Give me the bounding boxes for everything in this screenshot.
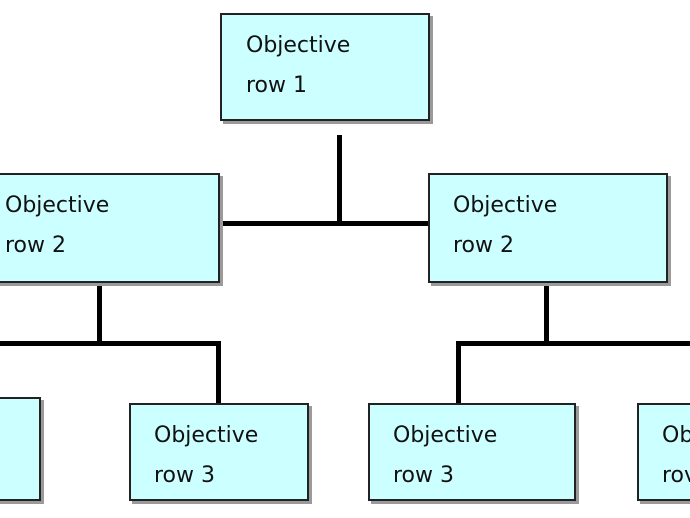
connector-right-horizontal [456,341,690,346]
connector-right-vertical [544,284,549,344]
node-label-line1: Objective [453,193,558,218]
node-label-line2: row 3 [393,463,455,488]
connector-right-drop [456,341,461,403]
node-objective-row-2-left[interactable]: Objective row 2 [0,173,220,283]
connector-left-drop [216,341,221,403]
node-label-line2: row 2 [453,233,515,258]
node-label-line1: Objective [5,193,110,218]
connector-root-vertical [337,135,342,226]
node-objective-row-3-b[interactable]: Objective row 3 [368,403,576,501]
connector-left-vertical [97,284,102,344]
node-label-line1: Objective [393,423,498,448]
node-label-line2: rov [662,463,690,488]
connector-row2-horizontal [220,221,430,226]
connector-left-horizontal [0,341,221,346]
node-objective-row-3-partial-right[interactable]: Ob rov [637,403,690,501]
node-label-line1: Objective [154,423,259,448]
node-objective-row-2-right[interactable]: Objective row 2 [428,173,668,283]
node-objective-row-3-partial-left[interactable] [0,397,41,501]
node-label-line2: row 3 [154,463,216,488]
node-label-line2: row 2 [5,233,67,258]
node-label-line1: Objective [246,33,351,58]
node-objective-row-1[interactable]: Objective row 1 [220,13,430,121]
node-objective-row-3-a[interactable]: Objective row 3 [129,403,309,501]
node-label-line2: row 1 [246,73,308,98]
node-label-line1: Ob [662,423,690,448]
